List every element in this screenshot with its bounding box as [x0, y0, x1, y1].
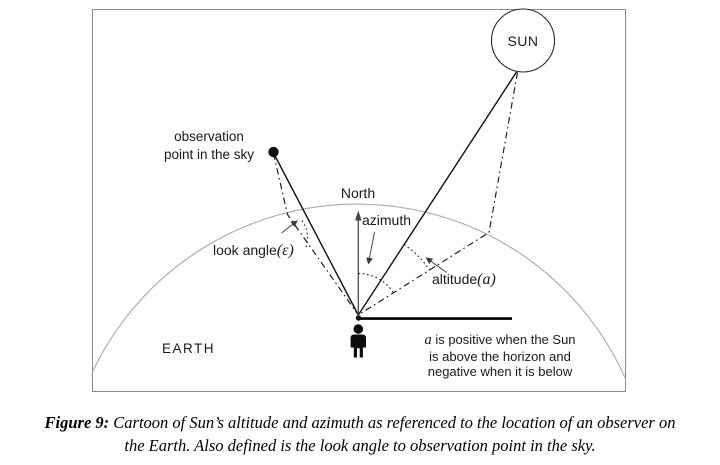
altitude-angle-arc: [403, 244, 430, 271]
azimuth-label: azimuth: [362, 212, 412, 228]
observation-point-label: observation point in the sky: [148, 128, 270, 163]
line-observer-to-observation-point: [272, 152, 359, 316]
altitude-a-symbol: (a): [477, 271, 496, 288]
observer-position-dot: [355, 315, 362, 321]
caption-line1-text: Cartoon of Sun’s altitude and azimuth as…: [113, 413, 676, 432]
dashdot-sun-horizon-observer: [357, 72, 519, 316]
line-observer-to-sun: [357, 71, 518, 316]
observer-person-icon: [350, 324, 366, 358]
altitude-label: altitude(a): [432, 271, 496, 289]
altitude-sign-note: a is positive when the Sun is above the …: [405, 332, 595, 380]
altitude-text: altitude: [432, 271, 478, 287]
observation-point-dot: [268, 146, 279, 158]
caption-line1: Figure 9: Cartoon of Sun’s altitude and …: [0, 412, 720, 435]
earth-label: EARTH: [162, 341, 216, 356]
note-line3: negative when it is below: [427, 364, 573, 380]
epsilon-symbol: (ε): [276, 242, 294, 259]
look-angle-arc: [301, 220, 309, 248]
look-angle-text: look angle: [213, 242, 277, 258]
sun-label: SUN: [507, 33, 539, 49]
caption-line2: the Earth. Also defined is the look angl…: [124, 435, 596, 455]
north-label: North: [340, 185, 376, 201]
observation-point-label-line2: point in the sky: [163, 146, 255, 162]
azimuth-pointer-arrow: [366, 231, 375, 265]
look-angle-pointer-arrow: [281, 220, 298, 234]
north-arrowhead-icon: [355, 210, 362, 221]
observation-point-label-line1: observation: [174, 129, 244, 144]
earth-horizon-arc: [91, 203, 627, 381]
altitude-pointer-arrow: [425, 257, 447, 273]
note-a-symbol: a: [424, 332, 432, 348]
sun-icon: [490, 8, 556, 73]
dashdot-observation-point-horizon-observer: [272, 153, 359, 316]
note-line1: a is positive when the Sun: [405, 332, 595, 349]
caption-figure-number: Figure 9:: [44, 413, 110, 432]
azimuth-angle-arc: [358, 272, 394, 294]
figure-caption: Figure 9: Cartoon of Sun’s altitude and …: [0, 412, 720, 457]
look-angle-label: look angle(ε): [213, 242, 294, 260]
note-line2: is above the horizon and: [429, 348, 571, 364]
note-line1-text: is positive when the Sun: [435, 332, 576, 347]
